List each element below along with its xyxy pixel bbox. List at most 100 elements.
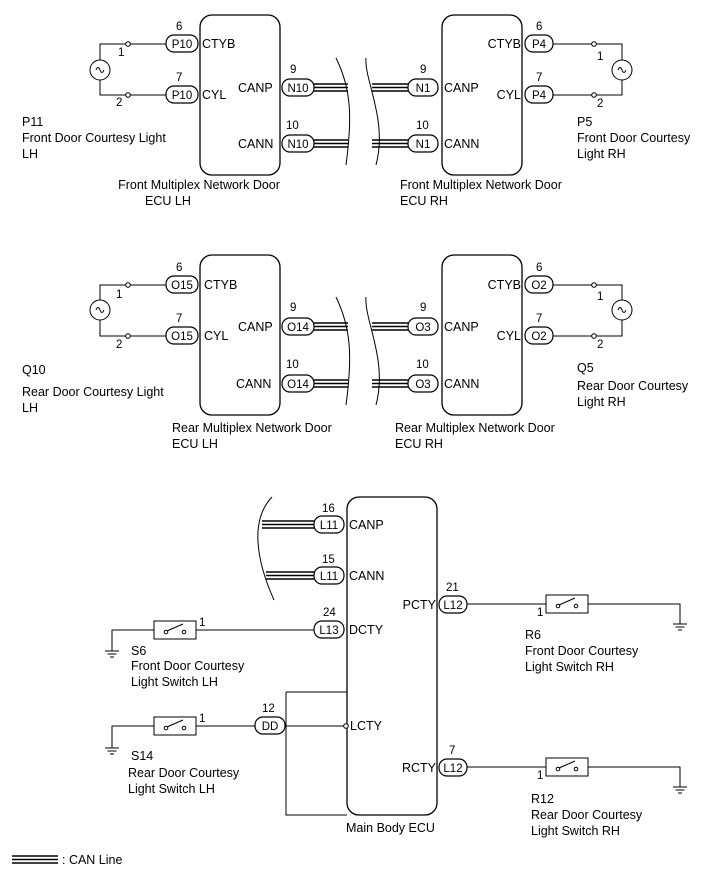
r12-code: R12: [531, 792, 554, 806]
r12-wire: [467, 766, 681, 781]
rear-lh-pin-cyl: 7: [176, 313, 182, 325]
front-lh-term-cyl: CYL: [202, 88, 226, 102]
rear-rh-term-cann: CANN: [444, 377, 479, 391]
rear-rh-light-pin2: 2: [597, 339, 603, 351]
rear-lh-light-pin1: 1: [116, 289, 122, 301]
switch-r12: 1 R12 Rear Door Courtesy Light Switch RH: [467, 757, 688, 838]
main-term-lcty: LCTY: [350, 719, 383, 733]
s14-label-1: Rear Door Courtesy: [128, 766, 240, 780]
front-rh-pin-canp: 9: [420, 64, 426, 76]
rear-lh-term-canp: CANP: [238, 320, 273, 334]
front-rh-light-label-2: Light RH: [577, 147, 626, 161]
r6-label-1: Front Door Courtesy: [525, 644, 639, 658]
front-lh-term-canp: CANP: [238, 81, 273, 95]
main-pin-lcty: 12: [262, 703, 275, 715]
main-pin-dcty: 24: [323, 607, 336, 619]
switch-r6: 1 R6 Front Door Courtesy Light Switch RH: [467, 594, 688, 674]
main-term-cann: CANN: [349, 569, 384, 583]
front-lh-conn-light-b: P10: [172, 90, 192, 102]
main-term-dcty: DCTY: [349, 623, 384, 637]
front-rh-ecu-name-1: Front Multiplex Network Door: [400, 178, 562, 192]
rear-lh-term-ctyb: CTYB: [204, 278, 237, 292]
front-lh-connector-p10-b: [165, 85, 199, 104]
front-rh-connector-n1-b: [407, 134, 439, 153]
front-rh-ecu-box: [441, 14, 523, 176]
rear-lh-conn-can-b: O14: [287, 379, 309, 391]
rear-rh-pin-cyl: 7: [536, 313, 542, 325]
r12-label-2: Light Switch RH: [531, 824, 620, 838]
s14-wire: [111, 725, 255, 742]
front-lh-can-bus: [314, 83, 348, 148]
rear-lh-light-pin2: 2: [116, 339, 122, 351]
front-rh-light-pin1: 1: [597, 51, 603, 63]
main-conn-dcty: L13: [319, 625, 338, 637]
rear-lh-ecu-name-1: Rear Multiplex Network Door: [172, 421, 332, 435]
front-rh-conn-can-a: N1: [416, 83, 431, 95]
main-body-ecu-box: [346, 496, 438, 816]
front-rh-pin-ctyb: 6: [536, 21, 542, 33]
rear-rh-conn-light-b: O2: [531, 331, 546, 343]
front-lh-conn-can-b: N10: [287, 139, 308, 151]
rear-rh-ecu-box: [441, 254, 523, 416]
legend-text: : CAN Line: [62, 853, 122, 867]
s6-code: S6: [131, 644, 146, 658]
rear-lh-door-ecu: Rear Multiplex Network Door ECU LH 1 2 O…: [22, 254, 348, 451]
rear-lh-conn-light-b: O15: [171, 331, 193, 343]
rear-lh-conn-can-a: O14: [287, 322, 309, 334]
rear-lh-term-cann: CANN: [236, 377, 271, 391]
front-rh-term-cyl: CYL: [497, 88, 521, 102]
r6-label-2: Light Switch RH: [525, 660, 614, 674]
front-lh-conn-can-a: N10: [287, 83, 308, 95]
s14-code: S14: [131, 749, 153, 763]
front-rh-light-code: P5: [577, 115, 592, 129]
rear-rh-light-code: Q5: [577, 361, 594, 375]
main-conn-lcty: DD: [262, 721, 279, 733]
rear-rh-conn-can-a: O3: [415, 322, 430, 334]
s14-label-2: Light Switch LH: [128, 782, 215, 796]
front-lh-ecu-name-2: ECU LH: [145, 194, 191, 208]
front-lh-light-label-2: LH: [22, 147, 38, 161]
switch-s14: 1 S14 Rear Door Courtesy Light Switch LH: [104, 713, 255, 796]
rear-rh-pin-cann: 10: [416, 359, 429, 371]
s14-switch-icon: [153, 716, 197, 736]
rear-lh-light-code: Q10: [22, 363, 46, 377]
s6-switch-icon: [153, 620, 197, 640]
front-rh-term-cann: CANN: [444, 137, 479, 151]
main-term-pcty: PCTY: [403, 598, 437, 612]
rear-rh-door-ecu: Rear Multiplex Network Door ECU RH O3 O3…: [372, 254, 689, 451]
legend-can-line-icon: [12, 855, 58, 864]
rear-rh-conn-can-b: O3: [415, 379, 430, 391]
s6-ground-icon: [104, 644, 120, 658]
front-lh-cyl-wire: [99, 80, 166, 96]
rear-rh-term-canp: CANP: [444, 320, 479, 334]
rear-rh-cyl-wire: [553, 320, 623, 337]
front-rh-conn-can-b: N1: [416, 139, 431, 151]
front-rh-term-canp: CANP: [444, 81, 479, 95]
rear-rh-connector-o3-a: [407, 317, 439, 336]
rear-lh-term-cyl: CYL: [204, 329, 228, 343]
front-rh-light-label-1: Front Door Courtesy: [577, 131, 691, 145]
rear-rh-term-cyl: CYL: [497, 329, 521, 343]
rear-lh-pin-ctyb: 6: [176, 262, 182, 274]
rear-rh-light-label-2: Light RH: [577, 395, 626, 409]
rear-lh-ecu-name-2: ECU LH: [172, 437, 218, 451]
front-lh-light-pin2: 2: [116, 97, 122, 109]
main-connector-l11-a: [313, 515, 345, 534]
rear-rh-pin-canp: 9: [420, 302, 426, 314]
front-lh-light-label-1: Front Door Courtesy Light: [22, 131, 166, 145]
front-lh-term-ctyb: CTYB: [202, 37, 235, 51]
rear-rh-connector-o3-b: [407, 374, 439, 393]
main-pin-cann: 15: [322, 554, 335, 566]
front-rh-conn-light-b: P4: [532, 90, 547, 102]
front-lh-conn-light-a: P10: [172, 39, 192, 51]
main-conn-rcty: L12: [443, 763, 462, 775]
rear-lh-ctyb-wire: [99, 284, 166, 300]
rear-lh-connector-o15-a: [165, 275, 199, 294]
main-pin-canp: 16: [322, 503, 335, 515]
rear-rh-light-pin1: 1: [597, 291, 603, 303]
r12-ground-icon: [672, 780, 688, 794]
front-rh-ctyb-wire: [553, 43, 623, 60]
main-conn-pcty: L12: [443, 600, 462, 612]
main-lcty-bracket: [285, 691, 347, 816]
rear-lh-can-bus: [314, 322, 348, 388]
